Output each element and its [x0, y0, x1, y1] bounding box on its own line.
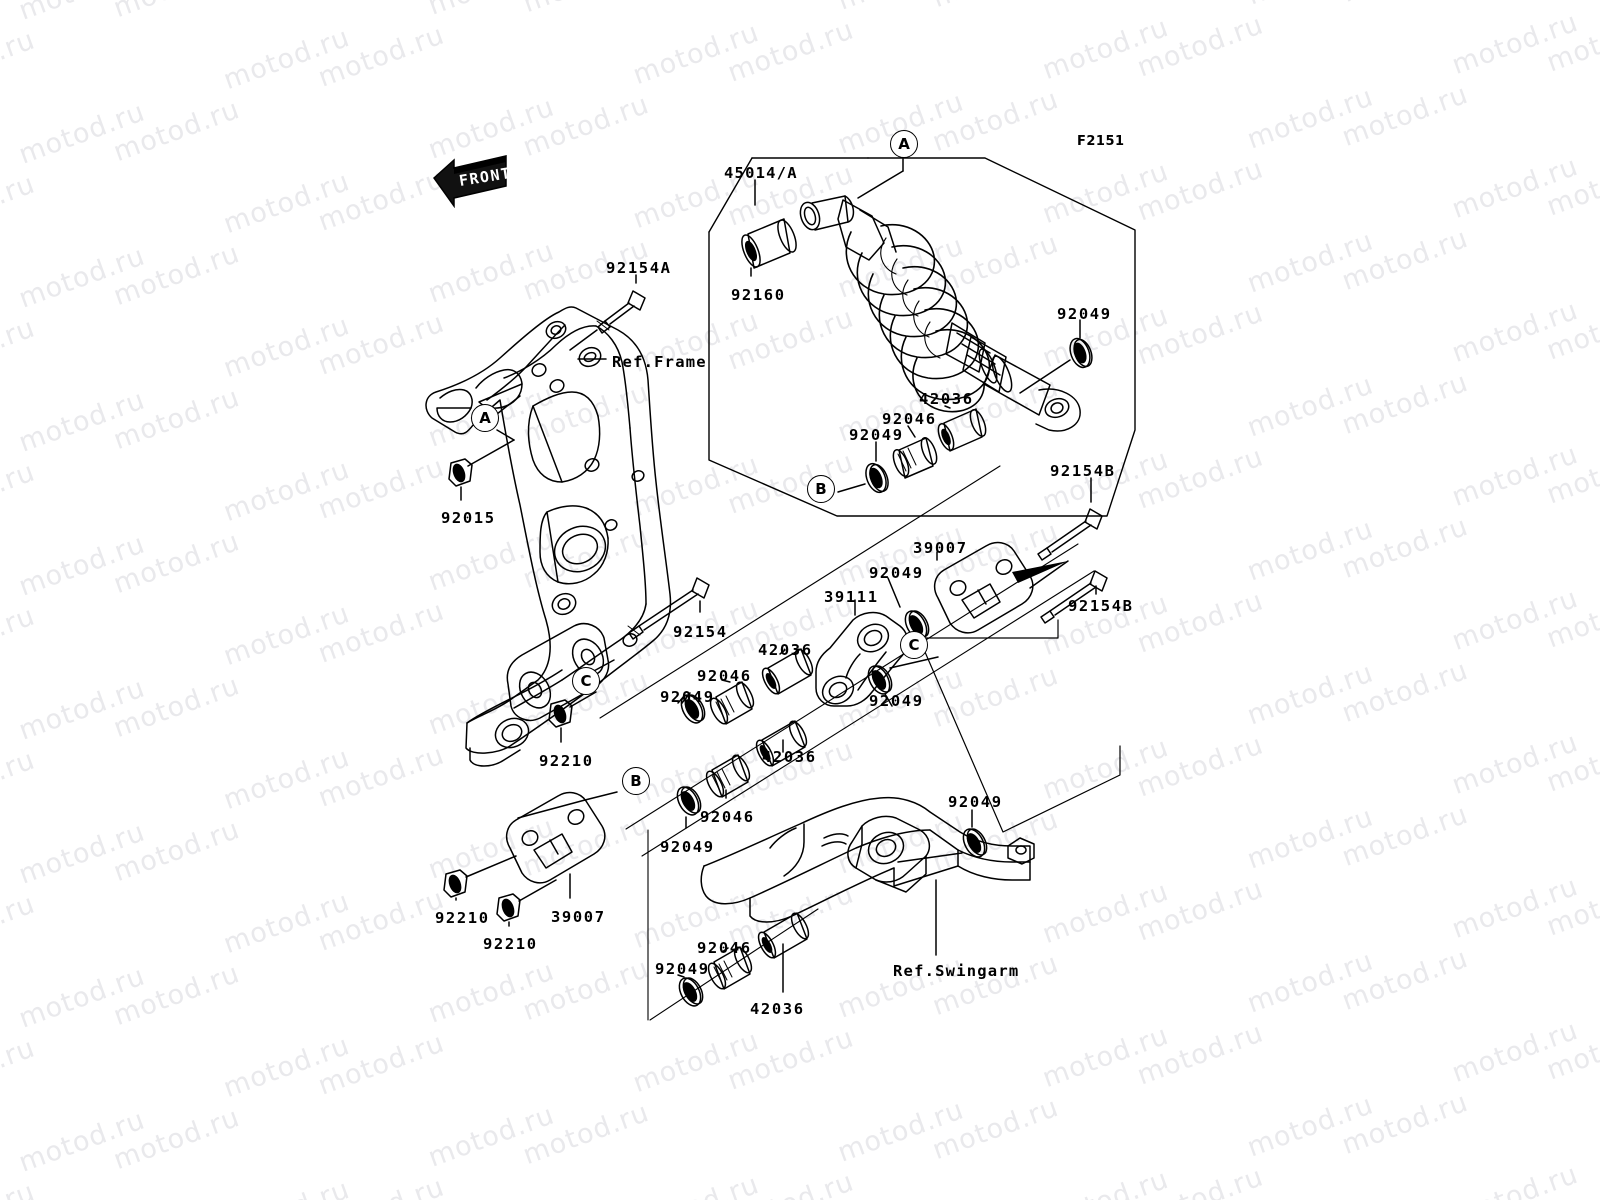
group-label-RefSwingarm: Ref.Swingarm [893, 962, 1020, 980]
part-92154A-bolt [569, 274, 646, 351]
part-92049-seal-right [1019, 319, 1093, 394]
shock-lower-body [983, 354, 1081, 432]
part-39111-rocker-arm [815, 599, 909, 707]
part-39007-tie-rod-upper [933, 541, 1069, 634]
callout-B-link: B [622, 767, 650, 795]
part-label-39007: 39007 [913, 539, 968, 557]
group-label-RefFrame: Ref.Frame [612, 353, 707, 371]
part-92160-bushing [741, 218, 797, 277]
part-label-39007: 39007 [551, 908, 606, 926]
bottom-hardware [647, 829, 819, 1021]
part-92049-link-upper [887, 577, 930, 640]
shock-top-eye [799, 195, 855, 231]
part-39007-tie-rod-lower [505, 791, 618, 899]
part-label-92046: 92046 [700, 808, 755, 826]
part-label-92154A: 92154A [606, 259, 672, 277]
part-label-92049: 92049 [948, 793, 1003, 811]
diagram-code: F2151 [1077, 134, 1125, 149]
callout-C-link: C [900, 631, 928, 659]
part-label-39111: 39111 [824, 588, 879, 606]
part-92154-bolt [627, 577, 710, 640]
front-direction-marker: FRONT [428, 142, 513, 209]
group-label-45014A: 45014/A [724, 164, 798, 182]
shock-adjuster [945, 322, 1013, 393]
linkage-axis-lines [599, 465, 1095, 857]
part-label-92154: 92154 [673, 623, 728, 641]
coil-spring [845, 223, 991, 413]
part-label-92154B: 92154B [1050, 462, 1116, 480]
part-92154B-bolts [1037, 477, 1108, 624]
part-label-92049: 92049 [655, 960, 710, 978]
mid-hardware-lower [676, 720, 808, 829]
part-label-92046: 92046 [697, 667, 752, 685]
part-label-42036: 42036 [919, 390, 974, 408]
part-label-92049: 92049 [660, 838, 715, 856]
shock-absorber-assembly [799, 195, 1081, 432]
shock-group-boundary [708, 157, 1136, 517]
part-label-92046: 92046 [697, 939, 752, 957]
part-label-92210: 92210 [483, 935, 538, 953]
part-label-92210: 92210 [539, 752, 594, 770]
part-label-92049: 92049 [660, 688, 715, 706]
part-label-92049: 92049 [1057, 305, 1112, 323]
shock-lower-hardware [837, 405, 987, 494]
part-92015-nut [448, 429, 515, 501]
mid-hardware-upper [677, 648, 814, 725]
ref-swingarm [700, 796, 1035, 956]
callout-B-shock: B [807, 475, 835, 503]
callout-C-frame: C [572, 667, 600, 695]
part-label-42036: 42036 [750, 1000, 805, 1018]
part-label-92015: 92015 [441, 509, 496, 527]
part-92049-swingarm [897, 809, 988, 863]
part-label-42036: 42036 [758, 641, 813, 659]
part-label-92160: 92160 [731, 286, 786, 304]
part-92210-nuts [443, 691, 597, 927]
leader-A-frame [496, 395, 521, 415]
part-label-42036: 42036 [762, 748, 817, 766]
callout-A-top: A [890, 130, 918, 158]
shock-upper-seat [837, 199, 885, 261]
part-label-92210: 92210 [435, 909, 490, 927]
part-label-92049: 92049 [849, 426, 904, 444]
part-label-92049: 92049 [869, 564, 924, 582]
leader-C-link [889, 656, 939, 669]
callout-A-frame: A [471, 404, 499, 432]
part-label-92049: 92049 [869, 692, 924, 710]
part-92049-link-lower [867, 656, 939, 707]
part-label-92154B: 92154B [1068, 597, 1134, 615]
part-label-92046: 92046 [882, 410, 937, 428]
